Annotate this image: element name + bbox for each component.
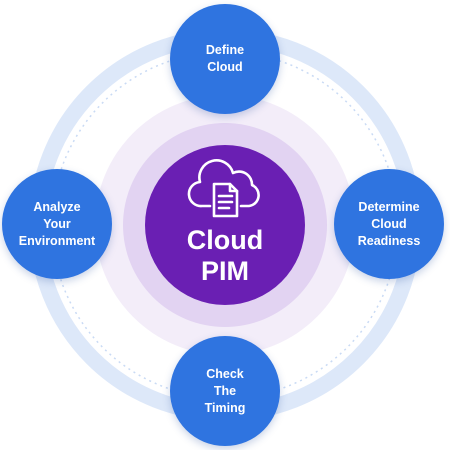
step-label-line: Your (43, 216, 71, 231)
step-analyze-your-environment[interactable]: Analyze Your Environment (2, 169, 112, 279)
step-label-line: Cloud (371, 216, 407, 231)
step-define-cloud[interactable]: Define Cloud (170, 4, 280, 114)
step-label-line: Check (206, 366, 244, 381)
cloud-document-icon (187, 159, 260, 218)
step-label-line: Analyze (33, 199, 81, 214)
center-circle (145, 145, 305, 305)
step-label-line: Environment (18, 233, 96, 248)
step-label-line: Cloud (207, 60, 243, 74)
step-label-line: Readiness (357, 233, 421, 248)
center-title: Cloud PIM (150, 225, 300, 287)
center-title-line1: Cloud (186, 225, 264, 255)
step-label-line: Define (205, 43, 245, 57)
step-label-line: Determine (358, 199, 420, 214)
step-label-line: The (213, 383, 237, 398)
step-label-line: Timing (204, 400, 246, 415)
step-determine-cloud-readiness[interactable]: Determine Cloud Readiness (334, 169, 444, 279)
step-check-the-timing[interactable]: Check The Timing (170, 336, 280, 446)
center-title-line2: PIM (200, 256, 249, 286)
